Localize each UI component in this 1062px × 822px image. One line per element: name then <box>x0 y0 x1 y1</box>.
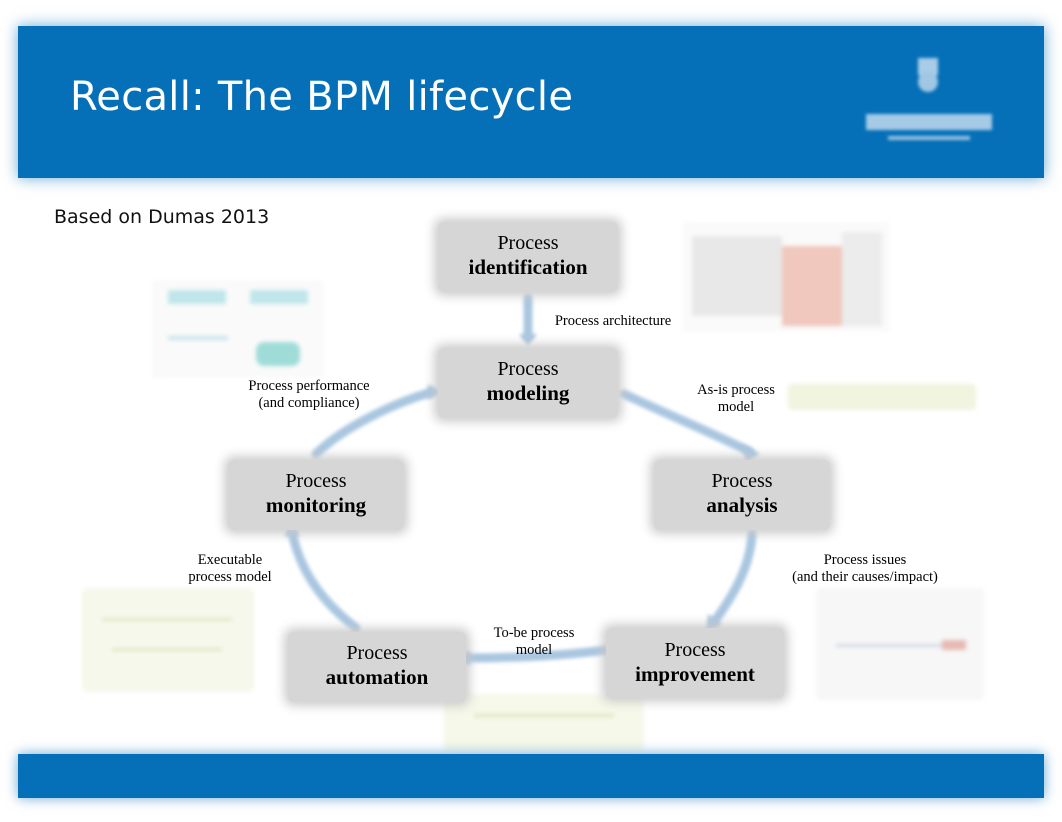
transition-asis-line-1: As-is process <box>697 382 775 398</box>
executable-model-thumbnail <box>82 588 254 692</box>
phase-improvement-label-2: improvement <box>635 662 755 686</box>
transition-tobe-label: To-be process model <box>474 625 594 659</box>
transition-tobe-line-2: model <box>515 642 553 658</box>
phase-automation-label-2: automation <box>325 665 429 689</box>
transition-performance-line-1: Process performance <box>248 378 370 394</box>
phase-monitoring-label-1: Process <box>285 470 347 492</box>
phase-analysis-label-1: Process <box>711 470 773 492</box>
phase-analysis: Process analysis <box>654 460 830 530</box>
transition-architecture-label: Process architecture <box>554 313 672 329</box>
transition-issues-line-2: (and their causes/impact) <box>792 569 938 585</box>
transition-performance-line-2: (and compliance) <box>258 395 360 411</box>
asis-model-thumbnail <box>788 384 976 410</box>
performance-dashboard-thumbnail <box>152 280 324 378</box>
arrow-improvement-to-automation <box>461 645 611 663</box>
source-citation: Based on Dumas 2013 <box>54 206 270 228</box>
footer-banner <box>18 754 1044 798</box>
header-banner <box>18 26 1044 178</box>
phase-improvement: Process improvement <box>606 628 784 698</box>
phase-monitoring-label-2: monitoring <box>265 493 367 517</box>
arrow-monitoring-to-modeling <box>311 387 437 459</box>
transition-executable-line-2: process model <box>188 569 272 585</box>
arrow-automation-to-monitoring <box>287 527 361 633</box>
phase-identification: Process identification <box>438 222 618 292</box>
phase-modeling-label-2: modeling <box>486 381 570 405</box>
phase-automation: Process automation <box>288 632 466 702</box>
arrow-analysis-to-improvement <box>709 529 757 627</box>
phase-improvement-label-1: Process <box>664 639 726 661</box>
slide-title: Recall: The BPM lifecycle <box>70 74 574 120</box>
phase-identification-label-1: Process <box>497 232 559 254</box>
transition-asis-line-2: model <box>717 399 755 415</box>
arrow-modeling-to-analysis <box>619 389 755 457</box>
transition-executable-line-1: Executable <box>197 552 263 568</box>
tobe-model-thumbnail <box>444 694 644 750</box>
university-logo-icon <box>866 58 992 140</box>
phase-automation-label-1: Process <box>346 642 408 664</box>
phase-modeling: Process modeling <box>438 348 618 418</box>
transition-tobe-line-1: To-be process <box>493 625 575 641</box>
issues-diagram-thumbnail <box>816 588 984 700</box>
architecture-thumbnail <box>682 222 890 332</box>
phase-modeling-label-1: Process <box>497 358 559 380</box>
transition-issues-line-1: Process issues <box>823 552 907 568</box>
phase-identification-label-2: identification <box>468 255 588 279</box>
transition-asis-label: As-is process model <box>676 382 796 416</box>
transition-performance-label: Process performance (and compliance) <box>234 378 384 412</box>
phase-monitoring: Process monitoring <box>228 460 404 530</box>
phase-analysis-label-2: analysis <box>706 493 778 517</box>
transition-issues-label: Process issues (and their causes/impact) <box>772 552 958 586</box>
transition-executable-label: Executable process model <box>170 552 290 586</box>
